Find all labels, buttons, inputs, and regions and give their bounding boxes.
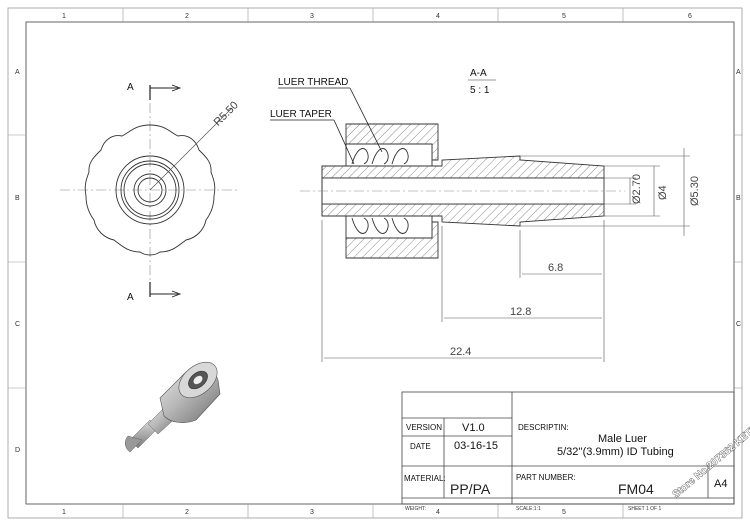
- luer-taper-leader: [333, 119, 355, 165]
- knurled-contour: [84, 124, 216, 256]
- paper-size: A4: [714, 478, 727, 490]
- col-label-2: 2: [185, 13, 189, 20]
- row-label-c-right: C: [736, 321, 741, 328]
- luer-thread-label: LUER THREAD: [278, 77, 348, 88]
- col-label-6: 6: [688, 13, 692, 20]
- zone-ticks: [8, 8, 742, 518]
- len-dim-3: 22.4: [450, 346, 471, 358]
- version-value: V1.0: [462, 422, 485, 434]
- cut-label-top: A: [127, 82, 134, 93]
- len-dim-2: 12.8: [510, 306, 531, 318]
- row-label-d: D: [15, 447, 20, 454]
- luer-taper-label: LUER TAPER: [270, 109, 332, 120]
- date-value: 03-16-15: [454, 440, 498, 452]
- description-line-1: Male Luer: [598, 433, 647, 445]
- description-label: DESCRIPTIN:: [518, 423, 569, 432]
- row-label-c: C: [15, 321, 20, 328]
- part-number-value: FM04: [618, 481, 654, 497]
- end-view: [60, 84, 240, 298]
- section-title: A-A: [470, 68, 487, 79]
- section-scale: 5 : 1: [470, 85, 490, 96]
- dia-dim-3: Ø5.30: [689, 176, 701, 206]
- row-label-b: B: [15, 195, 20, 202]
- col-label-5: 5: [562, 13, 566, 20]
- isometric-render: [125, 361, 221, 453]
- description-line-2: 5/32''(3.9mm) ID Tubing: [557, 446, 674, 458]
- row-label-a-right: A: [736, 69, 741, 76]
- row-label-b-right: B: [736, 195, 741, 202]
- dia-dim-2: Ø4: [657, 185, 669, 200]
- cut-label-bottom: A: [127, 292, 134, 303]
- date-label: DATE: [410, 442, 431, 451]
- scale-label: SCALE:1:1: [516, 506, 541, 512]
- col-label-3: 3: [310, 13, 314, 20]
- section-view: [300, 123, 625, 259]
- col-label-1: 1: [62, 13, 66, 20]
- col-label-4-bottom: 4: [436, 509, 440, 516]
- radius-dimension: R5.50: [212, 99, 241, 128]
- diameter-dim-lines: [520, 148, 690, 236]
- material-value: PP/PA: [450, 481, 491, 497]
- dia-dim-1: Ø2.70: [631, 174, 643, 204]
- col-label-1-bottom: 1: [62, 509, 66, 516]
- col-label-2-bottom: 2: [185, 509, 189, 516]
- part-number-label: PART NUMBER:: [516, 473, 576, 482]
- row-label-a: A: [15, 69, 20, 76]
- weight-label: WEIGHT:: [405, 506, 426, 512]
- len-dim-1: 6.8: [548, 262, 563, 274]
- col-label-4: 4: [436, 13, 440, 20]
- store-watermark: Store No.207362 KETU: [671, 423, 750, 501]
- sheet-label: SHEET 1 OF 1: [628, 506, 661, 512]
- col-label-3-bottom: 3: [310, 509, 314, 516]
- material-label: MATERIAL:: [404, 474, 446, 483]
- outer-border: [7, 7, 743, 519]
- zone-labels: 1 2 3 4 5 6 1 2 3 4 5 A B C D A B C: [15, 13, 741, 516]
- luer-thread-leader: [349, 87, 383, 153]
- col-label-5-bottom: 5: [562, 509, 566, 516]
- length-dim-lines: [321, 220, 605, 362]
- inner-border: [25, 21, 735, 505]
- version-label: VERSION: [406, 423, 442, 432]
- title-block-frame: [401, 391, 735, 505]
